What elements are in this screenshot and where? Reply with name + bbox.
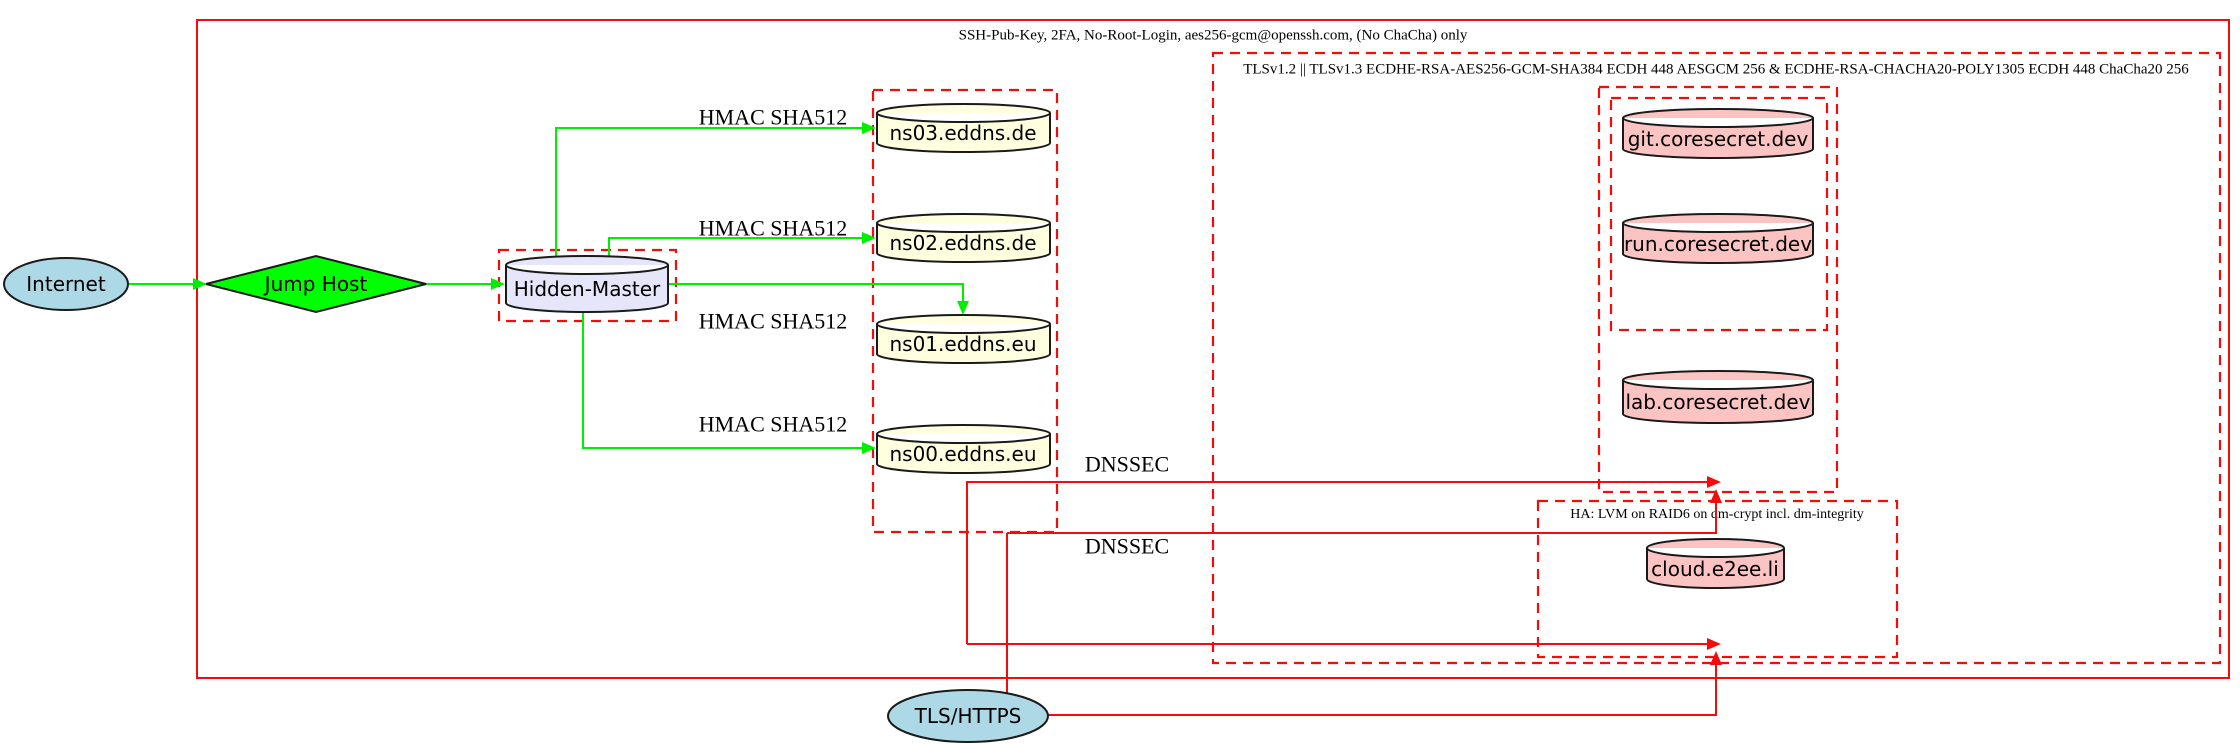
cloud-e2ee-node	[1646, 538, 1785, 589]
hidden-master-node-label: Hidden-Master	[514, 277, 661, 301]
edge-hiddenmaster-ns03	[555, 127, 863, 258]
tls-cluster-label: TLSv1.2 || TLSv1.3 ECDHE-RSA-AES256-GCM-…	[1243, 61, 2189, 77]
edge-dnssec-upper	[966, 481, 1707, 644]
edge-label-dnssec-upper: DNSSEC	[1085, 452, 1169, 477]
arrowhead-internet-jumphost	[193, 278, 207, 290]
edge-tlshttps-coresecret	[1007, 503, 1717, 534]
run-coresecret-node	[1622, 213, 1814, 264]
gitrun-cluster-box	[1609, 96, 1829, 332]
ns02-node	[876, 213, 1051, 263]
internet-node	[3, 257, 129, 311]
git-coresecret-node-label: git.coresecret.dev	[1628, 127, 1809, 151]
edge-hiddenmaster-ns01	[668, 283, 964, 302]
lab-coresecret-node	[1622, 370, 1814, 424]
run-coresecret-node-label: run.coresecret.dev	[1624, 232, 1812, 256]
edge-tlshttps-ha	[1046, 665, 1717, 716]
edge-hiddenmaster-ns00	[582, 311, 863, 449]
arrowhead-tlshttps-ha	[1710, 651, 1722, 665]
arrowhead-jumphost-hiddenmaster	[491, 278, 505, 290]
arrowhead-hiddenmaster-ns02	[862, 232, 876, 244]
jump-host-node	[205, 254, 427, 314]
dns-cluster-box	[871, 88, 1059, 534]
edge-hiddenmaster-ns02	[608, 237, 863, 258]
edge-label-hmac-ns02: HMAC SHA512	[699, 216, 848, 241]
tls-https-node	[887, 689, 1049, 743]
ssh-cluster-label: SSH-Pub-Key, 2FA, No-Root-Login, aes256-…	[959, 27, 1468, 43]
edge-label-hmac-ns01: HMAC SHA512	[699, 309, 848, 334]
tls-cluster-box	[1211, 51, 2222, 665]
git-coresecret-node	[1622, 108, 1814, 159]
arrowhead-hiddenmaster-ns00	[862, 442, 876, 454]
ns00-node	[876, 424, 1051, 474]
ssh-cluster-box	[196, 19, 2230, 679]
lab-coresecret-node-label: lab.coresecret.dev	[1625, 390, 1810, 414]
edge-label-hmac-ns00: HMAC SHA512	[699, 412, 848, 437]
edge-label-dnssec-lower: DNSSEC	[1085, 534, 1169, 559]
coresecret-cluster-box	[1597, 85, 1839, 494]
arrowhead-dnssec-lower	[1707, 638, 1721, 650]
ns02-node-label: ns02.eddns.de	[889, 231, 1036, 255]
edge-label-hmac-ns03: HMAC SHA512	[699, 105, 848, 130]
ns01-node-label: ns01.eddns.eu	[889, 332, 1036, 356]
cloud-e2ee-node-label: cloud.e2ee.li	[1651, 557, 1779, 581]
arrowhead-dnssec-upper	[1707, 476, 1721, 488]
hidden-master-node	[505, 255, 669, 313]
ns03-node	[876, 103, 1051, 153]
internet-node-label: Internet	[26, 272, 106, 296]
arrowhead-hiddenmaster-ns01	[957, 301, 969, 315]
arrowhead-tlshttps-coresecret	[1710, 489, 1722, 503]
ns01-node	[876, 314, 1051, 364]
tls-https-node-label: TLS/HTTPS	[914, 704, 1022, 728]
jump-host-node-label: Jump Host	[263, 272, 368, 296]
ns00-node-label: ns00.eddns.eu	[889, 442, 1036, 466]
ns03-node-label: ns03.eddns.de	[889, 121, 1036, 145]
arrowhead-hiddenmaster-ns03	[862, 122, 876, 134]
